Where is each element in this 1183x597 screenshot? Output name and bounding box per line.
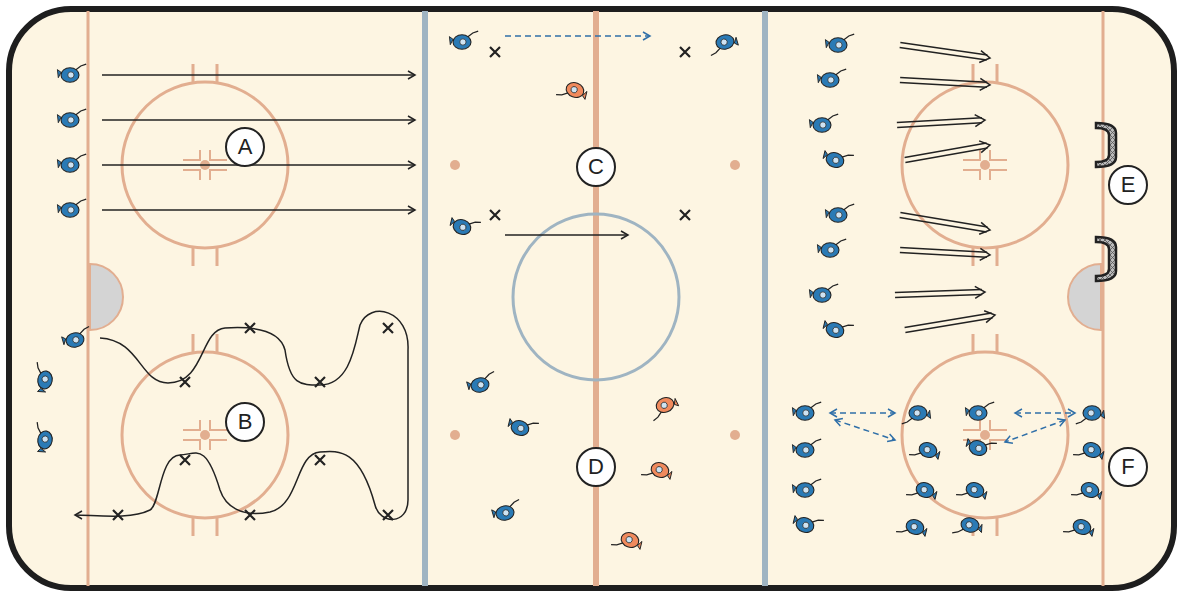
player-icon [964, 434, 997, 461]
player-icon [821, 146, 854, 173]
skate-arrow [895, 290, 982, 293]
cone-mark [383, 510, 393, 520]
arrow-head [980, 78, 990, 90]
player-icon [466, 372, 497, 395]
cone-mark [383, 323, 393, 333]
crosshair [963, 150, 1007, 180]
cone-mark [490, 210, 500, 220]
player-icon [708, 33, 739, 56]
player-icon [825, 204, 854, 222]
skate-arrow [895, 295, 982, 298]
player-icon [1063, 515, 1096, 542]
player-icon [817, 69, 846, 87]
arrow-head [980, 248, 990, 260]
player-icon [792, 479, 821, 497]
callout-letter: C [588, 156, 604, 178]
faceoff-circle [902, 82, 1068, 248]
player-icon [57, 64, 86, 82]
player-icon [506, 414, 539, 441]
player-icon [821, 316, 854, 343]
skate-arrow [897, 118, 982, 123]
zone-callout: E [1108, 165, 1148, 205]
skate-arrow [900, 43, 987, 56]
player-icon [61, 327, 92, 350]
player-icon [956, 478, 989, 505]
player-icon [32, 422, 55, 453]
callout-letter: B [238, 411, 253, 433]
player-icon [491, 500, 522, 523]
player-icon [791, 511, 824, 538]
callout-letter: D [588, 456, 604, 478]
player-icon [965, 402, 994, 420]
faceoff-dot [980, 430, 990, 440]
player-icon [906, 478, 939, 505]
cone-mark [490, 47, 500, 57]
cone-mark [680, 47, 690, 57]
faceoff-dot [980, 160, 990, 170]
player-icon [611, 528, 644, 555]
crosshair [183, 420, 227, 450]
player-icon [909, 438, 942, 465]
player-icon [57, 109, 86, 127]
cone-mark [113, 510, 123, 520]
cone-mark [315, 377, 325, 387]
player-icon [896, 515, 929, 542]
skate-arrow [905, 313, 992, 328]
faceoff-circle [122, 352, 288, 518]
player-icon [792, 439, 821, 457]
callout-letter: F [1121, 456, 1134, 478]
cone-mark [245, 323, 255, 333]
skate-arrow [900, 82, 987, 87]
player-icon [449, 31, 478, 49]
faceoff-dot [200, 430, 210, 440]
skate-arrow [900, 213, 987, 228]
faceoff-circle [902, 352, 1068, 518]
arrow-head [975, 286, 985, 298]
player-icon [1071, 478, 1104, 505]
skate-arrow [900, 252, 987, 257]
zone-callout: C [576, 147, 616, 187]
callout-letter: E [1121, 174, 1136, 196]
player-icon [57, 199, 86, 217]
player-icon [32, 362, 55, 393]
callout-letter: A [238, 136, 253, 158]
zone-callout: D [576, 447, 616, 487]
cone-mark [180, 377, 190, 387]
hash-mark [973, 64, 997, 266]
skate-arrow [900, 78, 987, 83]
zone-callout: B [225, 402, 265, 442]
player-icon [902, 406, 931, 424]
cone-mark [180, 455, 190, 465]
zone-callout: F [1108, 447, 1148, 487]
cone-mark [315, 455, 325, 465]
player-icon [1073, 438, 1106, 465]
arrow-head [979, 51, 990, 63]
player-icon [1076, 406, 1105, 424]
player-icon [556, 78, 589, 105]
player-icon [57, 154, 86, 172]
arrow-head [975, 115, 985, 127]
player-icon [792, 402, 821, 420]
player-icon [825, 34, 854, 52]
player-icon [809, 284, 838, 302]
arrow-head [979, 141, 990, 153]
skate-arrow [897, 123, 982, 128]
arrow-head [979, 222, 990, 234]
skate-arrow [900, 248, 987, 253]
cone-mark [680, 210, 690, 220]
arrow-head [984, 311, 995, 323]
player-icon [817, 239, 846, 257]
player-icon [809, 114, 838, 132]
skate-arrow [905, 143, 987, 157]
player-icon [647, 394, 680, 421]
player-icon [448, 213, 481, 240]
player-icon [952, 515, 983, 538]
player-icon [641, 458, 674, 485]
zone-callout: A [225, 127, 265, 167]
cone-mark [245, 510, 255, 520]
hash-mark [973, 334, 997, 536]
